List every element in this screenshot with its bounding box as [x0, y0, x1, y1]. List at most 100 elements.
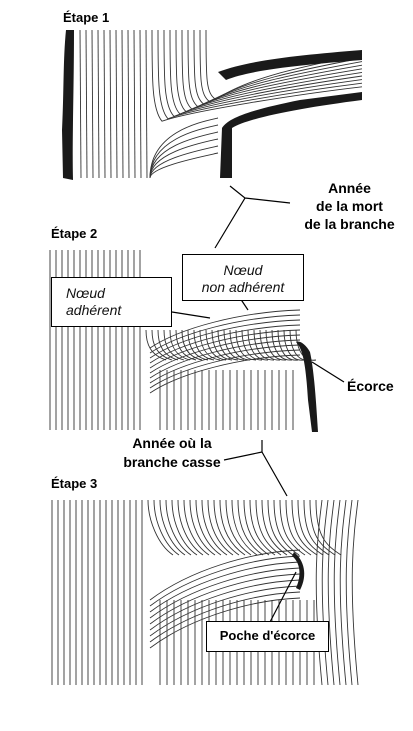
grain-line [171, 499, 198, 556]
grain-line [225, 499, 252, 556]
grain-line [237, 499, 264, 556]
grain-line [149, 319, 301, 359]
grain-line [149, 349, 301, 389]
grain-line [315, 499, 342, 556]
stage1-trunk-bark [62, 30, 74, 180]
grain-line [177, 499, 204, 556]
grain-line [187, 29, 363, 108]
grain-line [109, 29, 112, 179]
grain-line [315, 499, 323, 686]
grain-line [91, 29, 94, 179]
grain-line [149, 152, 219, 179]
grain-line [121, 29, 124, 179]
grain-line [149, 334, 301, 374]
grain-line [149, 561, 301, 613]
grain-line [283, 329, 305, 361]
branch-break-line2: branche casse [123, 454, 221, 470]
branch-break-line1: Année où la [132, 435, 212, 451]
grain-line [149, 567, 301, 619]
grain-line [145, 29, 148, 179]
grain-line [149, 138, 219, 179]
grain-line [149, 124, 219, 179]
branch-death-label: Année de la mort de la branche [292, 179, 407, 233]
grain-line [153, 499, 180, 556]
grain-line [295, 329, 317, 361]
grain-line [79, 29, 82, 179]
grain-line [149, 555, 301, 607]
grain-line [267, 499, 294, 556]
grain-line [339, 499, 347, 686]
bark-pocket-box: Poche d'écorce [206, 621, 329, 652]
bark-label: Écorce [347, 378, 394, 394]
non-adherent-knot-box: Nœud non adhérent [182, 254, 304, 301]
leader-bark-pocket [269, 571, 297, 623]
grain-line [149, 329, 301, 369]
branch-break-label: Année où la branche casse [113, 434, 231, 472]
grain-line [223, 329, 245, 361]
grain-line [345, 499, 353, 686]
non-adherent-knot-line2: non adhérent [201, 279, 285, 295]
stage1-branch-bark-bottom [220, 92, 362, 178]
grain-line [165, 499, 192, 556]
grain-line [247, 329, 269, 361]
grain-line [163, 329, 185, 361]
stage1-branch-bark-top [218, 50, 362, 80]
adherent-knot-line2: adhérent [66, 302, 122, 318]
grain-line [201, 499, 228, 556]
grain-line [149, 309, 301, 349]
grain-line [219, 499, 246, 556]
grain-line [285, 499, 312, 556]
grain-line [261, 499, 288, 556]
grain-line [151, 29, 363, 122]
grain-line [249, 499, 276, 556]
stage2-panel [49, 250, 317, 430]
stage2-title: Étape 2 [51, 226, 98, 241]
grain-line [303, 499, 330, 556]
grain-line [149, 579, 301, 631]
grain-line [205, 29, 363, 101]
stage1-title: Étape 1 [63, 10, 110, 25]
grain-line [183, 499, 210, 556]
grain-line [265, 329, 287, 361]
grain-line [139, 29, 142, 179]
grain-line [253, 329, 275, 361]
bark-pocket-label: Poche d'écorce [219, 628, 316, 643]
grain-line [157, 29, 363, 120]
grain-line [193, 329, 215, 361]
grain-line [145, 329, 167, 361]
grain-line [243, 499, 270, 556]
grain-line [149, 324, 301, 364]
grain-line [149, 549, 301, 601]
grain-line [169, 329, 191, 361]
grain-line [297, 499, 324, 556]
grain-line [187, 329, 209, 361]
branch-death-line3: de la branche [304, 216, 395, 232]
leader-branch-death [214, 185, 291, 249]
stage1-panel [79, 29, 363, 179]
grain-line [157, 329, 179, 361]
grain-line [149, 314, 301, 354]
grain-line [205, 329, 227, 361]
grain-line [149, 339, 301, 379]
grain-line [273, 499, 300, 556]
grain-line [279, 499, 306, 556]
grain-line [259, 329, 281, 361]
grain-line [149, 344, 301, 384]
grain-line [181, 329, 203, 361]
grain-line [149, 145, 219, 179]
adherent-knot-line1: Nœud [66, 285, 105, 301]
grain-line [291, 499, 318, 556]
grain-line [189, 499, 216, 556]
grain-line [309, 499, 336, 556]
stage3-bark-pocket [292, 552, 305, 590]
leader-adherent [171, 311, 211, 319]
grain-line [199, 29, 363, 103]
grain-line [149, 585, 301, 637]
grain-line [97, 29, 100, 179]
grain-line [193, 29, 363, 105]
branch-death-line1: Année [328, 180, 371, 196]
grain-line [133, 29, 136, 179]
leader-branch-break [223, 440, 288, 497]
grain-line [127, 29, 130, 179]
